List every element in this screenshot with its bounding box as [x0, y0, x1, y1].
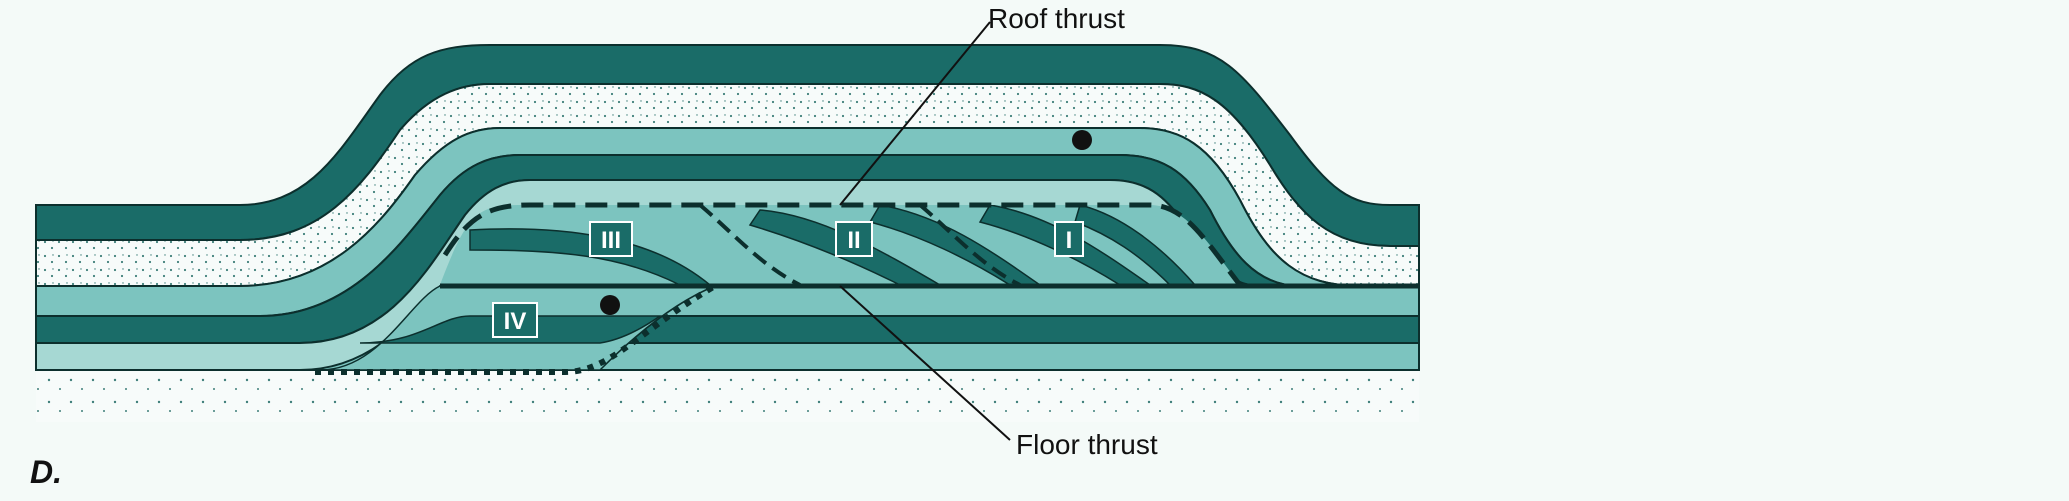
marker-dot-lower	[600, 295, 620, 315]
panel-label: D.	[30, 454, 62, 490]
svg-text:I: I	[1066, 227, 1073, 254]
svg-text:IV: IV	[504, 308, 527, 335]
svg-text:II: II	[847, 227, 860, 254]
roof-thrust-label: Roof thrust	[988, 3, 1125, 34]
horse-label-II: II	[836, 222, 872, 256]
floor-thrust-label: Floor thrust	[1016, 429, 1158, 460]
horse-label-I: I	[1055, 222, 1083, 256]
svg-text:III: III	[601, 227, 621, 254]
horse-label-III: III	[590, 222, 632, 256]
basement-stipple-layer	[36, 370, 1419, 422]
marker-dot-upper	[1072, 130, 1092, 150]
horse-label-IV: IV	[493, 303, 537, 337]
